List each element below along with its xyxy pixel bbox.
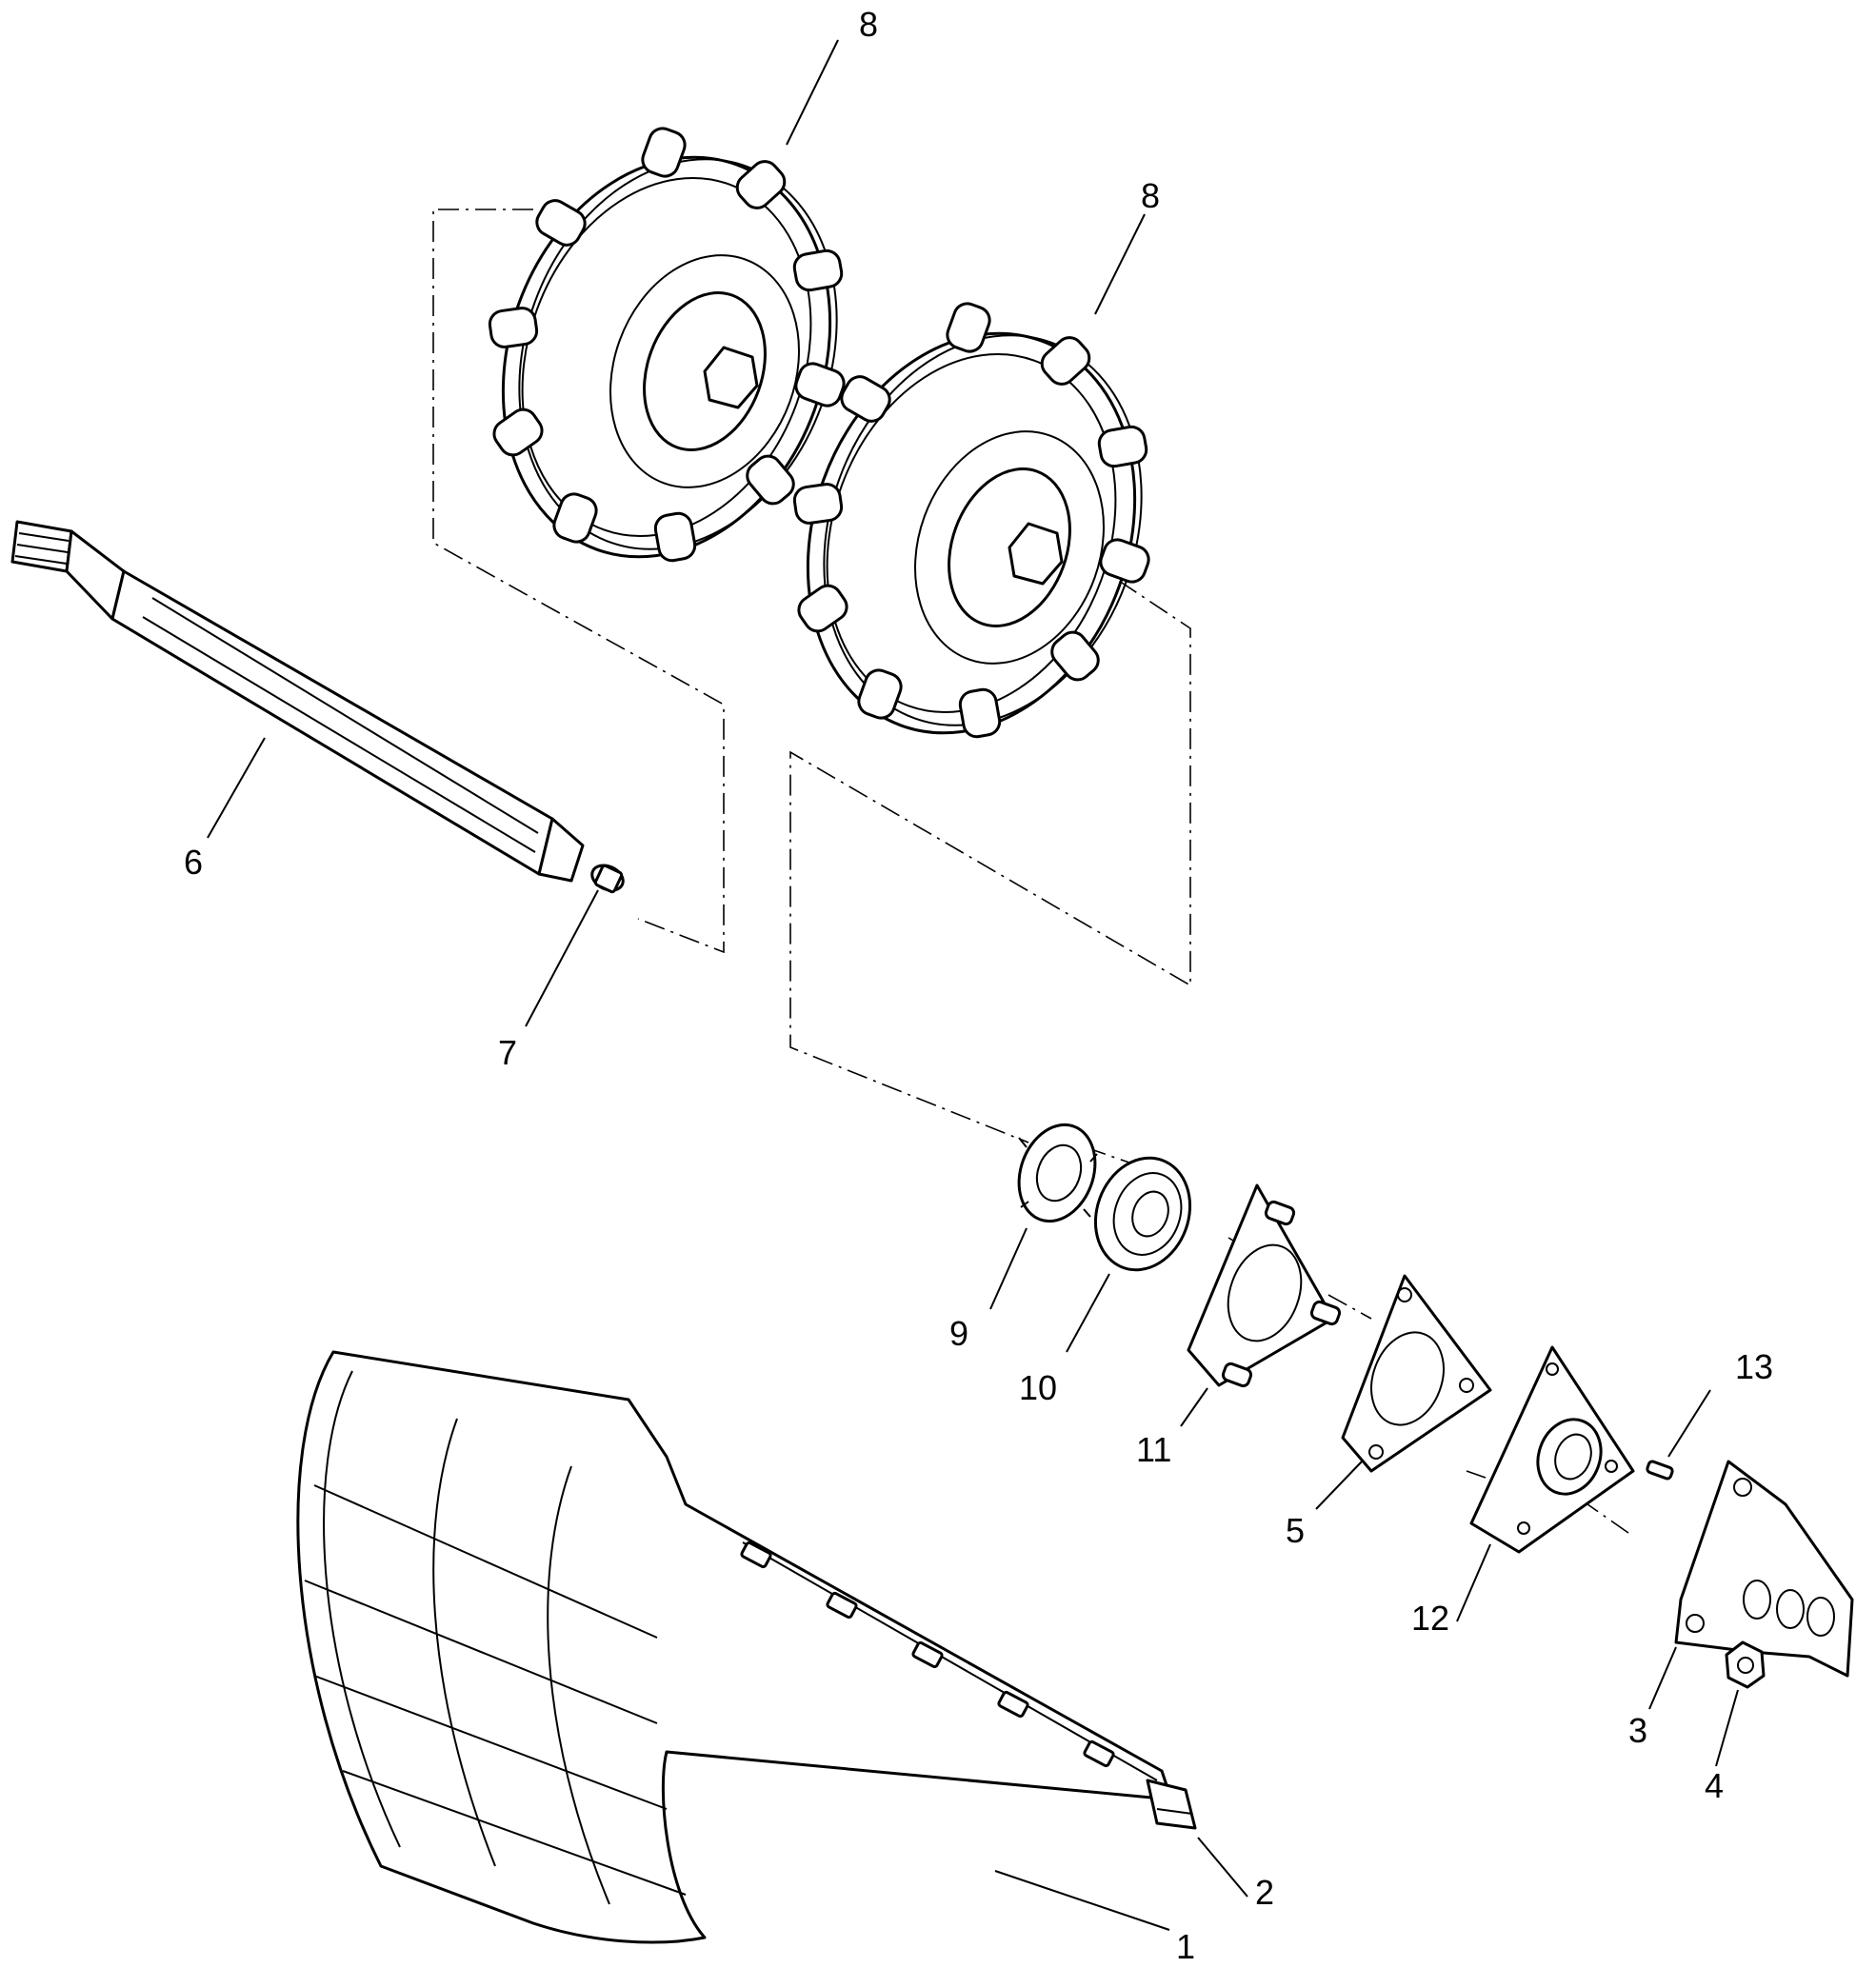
- leader-lines: [207, 39, 1739, 1931]
- ball-bearing: [1093, 1156, 1192, 1272]
- bearing-retainer: [1017, 1123, 1098, 1223]
- callout-13: 13: [1735, 1347, 1773, 1386]
- callout-8-rear: 8: [859, 5, 878, 44]
- track: [296, 1350, 1173, 1944]
- callout-9: 9: [949, 1314, 968, 1353]
- drive-sprocket-front: [792, 302, 1150, 739]
- drive-sprocket-rear: [488, 127, 846, 563]
- callout-10: 10: [1019, 1368, 1057, 1407]
- callout-1: 1: [1176, 1927, 1195, 1966]
- sprocket-teeth: [792, 302, 1150, 739]
- gasket: [1341, 1274, 1492, 1473]
- suspension-bracket: [1674, 1460, 1854, 1678]
- callout-2: 2: [1255, 1873, 1274, 1912]
- grease-fitting: [1646, 1460, 1674, 1481]
- callout-12: 12: [1411, 1599, 1449, 1638]
- callout-3: 3: [1628, 1711, 1647, 1750]
- track-clips: [740, 1541, 1115, 1768]
- bearing-housing: [1469, 1345, 1635, 1554]
- sprocket-teeth: [488, 127, 846, 563]
- callout-6: 6: [184, 843, 203, 882]
- callout-8-front: 8: [1141, 176, 1160, 215]
- drive-axle: [10, 520, 585, 883]
- track-clip: [1146, 1779, 1197, 1830]
- callout-11: 11: [1136, 1430, 1171, 1469]
- callout-4: 4: [1705, 1766, 1724, 1805]
- flange-nut: [1725, 1640, 1766, 1689]
- callouts: 1 2 3 4 5 6 7 8 8 9 10 11 12 13: [184, 5, 1773, 1966]
- callout-5: 5: [1286, 1511, 1305, 1550]
- bearing-flange: [1187, 1183, 1342, 1388]
- axle-retainer: [590, 864, 625, 894]
- callout-7: 7: [498, 1033, 517, 1072]
